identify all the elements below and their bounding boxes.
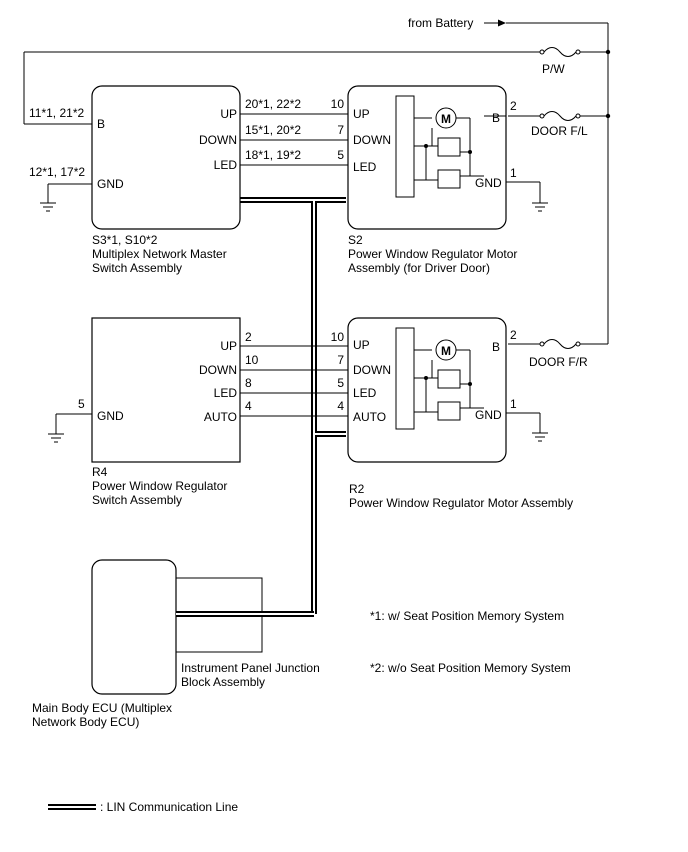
master-to-driver-wires: 20*1, 22*2 15*1, 20*2 18*1, 19*2 10 7 5	[240, 97, 348, 166]
footnotes: *1: w/ Seat Position Memory System *2: w…	[370, 609, 571, 675]
battery-supply: from Battery	[408, 16, 611, 344]
passenger-up-terminal: UP	[353, 338, 370, 352]
switch-to-passenger-wires: 2 10 8 4 10 7 5 4	[240, 330, 348, 417]
driver-up-terminal: UP	[353, 107, 370, 121]
legend-lin-label: : LIN Communication Line	[100, 800, 238, 814]
driver-led-pin: 5	[337, 148, 344, 162]
fuse-pw: P/W	[23, 47, 608, 125]
body-ecu: Main Body ECU (Multiplex Network Body EC…	[32, 559, 177, 729]
master-caption-2: Multiplex Network Master	[92, 247, 227, 261]
driver-down-pin: 7	[337, 123, 344, 137]
pw-switch-auto-pin: 4	[245, 399, 252, 413]
driver-gnd-pin: 1	[510, 166, 517, 180]
driver-ground	[506, 181, 548, 212]
master-b-pin: 11*1, 21*2	[29, 106, 84, 120]
pw-switch-gnd-pin: 5	[78, 397, 85, 411]
master-down-terminal: DOWN	[199, 133, 237, 147]
pw-switch-gnd-terminal: GND	[97, 409, 124, 423]
arrow-right-icon	[498, 19, 506, 27]
driver-motor-circuit: M	[395, 95, 506, 198]
pw-switch-led-pin: 8	[245, 376, 252, 390]
pw-switch-caption-1: R4	[92, 465, 108, 479]
master-gnd-pin: 12*1, 17*2	[29, 165, 85, 179]
pw-switch-caption-3: Switch Assembly	[92, 493, 182, 507]
motor-icon: M	[441, 112, 451, 126]
passenger-gnd-terminal: GND	[475, 408, 502, 422]
passenger-auto-terminal: AUTO	[353, 410, 386, 424]
master-gnd-terminal: GND	[97, 177, 124, 191]
junction-block: Instrument Panel Junction Block Assembly	[175, 577, 320, 689]
passenger-caption-2: Power Window Regulator Motor Assembly	[349, 496, 573, 510]
note-1: *1: w/ Seat Position Memory System	[370, 609, 564, 623]
driver-b-pin: 2	[510, 99, 517, 113]
body-ecu-caption-2: Network Body ECU)	[32, 715, 139, 729]
motor-icon: M	[441, 344, 451, 358]
master-caption-1: S3*1, S10*2	[92, 233, 158, 247]
master-b-terminal: B	[97, 117, 105, 131]
fuse-door-fr-label: DOOR F/R	[529, 355, 588, 369]
master-up-terminal: UP	[220, 107, 237, 121]
passenger-b-terminal: B	[492, 340, 500, 354]
driver-down-terminal: DOWN	[353, 133, 391, 147]
pw-switch-caption-2: Power Window Regulator	[92, 479, 227, 493]
pw-switch-up-terminal: UP	[220, 339, 237, 353]
pw-switch-down-terminal: DOWN	[199, 363, 237, 377]
passenger-motor-circuit: M	[395, 327, 484, 430]
master-up-pin: 20*1, 22*2	[245, 97, 301, 111]
passenger-up-pin: 10	[331, 330, 345, 344]
fuse-door-fl: DOOR F/L	[508, 111, 608, 138]
pw-switch-ground	[48, 413, 92, 443]
passenger-caption-1: R2	[349, 482, 365, 496]
junction-caption-1: Instrument Panel Junction	[181, 661, 320, 675]
master-led-pin: 18*1, 19*2	[245, 148, 301, 162]
pw-switch-led-terminal: LED	[214, 386, 238, 400]
driver-caption-2: Power Window Regulator Motor	[348, 247, 517, 261]
driver-gnd-terminal: GND	[475, 176, 502, 190]
note-2: *2: w/o Seat Position Memory System	[370, 661, 571, 675]
driver-motor-assembly: UP DOWN LED B GND 2 1 M S	[347, 85, 517, 275]
fuse-door-fl-label: DOOR F/L	[531, 124, 588, 138]
passenger-down-terminal: DOWN	[353, 363, 391, 377]
driver-up-pin: 10	[331, 97, 345, 111]
master-down-pin: 15*1, 20*2	[245, 123, 301, 137]
master-switch-assembly: B GND UP DOWN LED 11*1, 21*2 12*1, 17*2 …	[29, 85, 241, 275]
passenger-auto-pin: 4	[337, 399, 344, 413]
pw-switch-up-pin: 2	[245, 330, 252, 344]
junction-caption-2: Block Assembly	[181, 675, 265, 689]
passenger-led-terminal: LED	[353, 386, 377, 400]
passenger-led-pin: 5	[337, 376, 344, 390]
passenger-ground	[506, 412, 548, 442]
legend: : LIN Communication Line	[48, 800, 238, 814]
pw-switch-auto-terminal: AUTO	[204, 410, 237, 424]
master-ground	[40, 183, 92, 212]
passenger-gnd-pin: 1	[510, 397, 517, 411]
passenger-down-pin: 7	[337, 353, 344, 367]
pw-switch-assembly: GND UP DOWN LED AUTO 5 R4 Power Window R…	[78, 317, 241, 507]
passenger-b-pin: 2	[510, 328, 517, 342]
master-led-terminal: LED	[214, 158, 238, 172]
body-ecu-caption-1: Main Body ECU (Multiplex	[32, 701, 172, 715]
driver-b-terminal: B	[492, 111, 500, 125]
battery-label: from Battery	[408, 16, 473, 30]
driver-caption-3: Assembly (for Driver Door)	[348, 261, 490, 275]
fuse-door-fr: DOOR F/R	[508, 339, 608, 369]
master-caption-3: Switch Assembly	[92, 261, 182, 275]
passenger-motor-assembly: UP DOWN LED AUTO B GND 2 1 M R2	[347, 317, 573, 510]
fuse-pw-label: P/W	[542, 62, 565, 76]
driver-caption-1: S2	[348, 233, 363, 247]
driver-led-terminal: LED	[353, 160, 377, 174]
pw-switch-down-pin: 10	[245, 353, 259, 367]
